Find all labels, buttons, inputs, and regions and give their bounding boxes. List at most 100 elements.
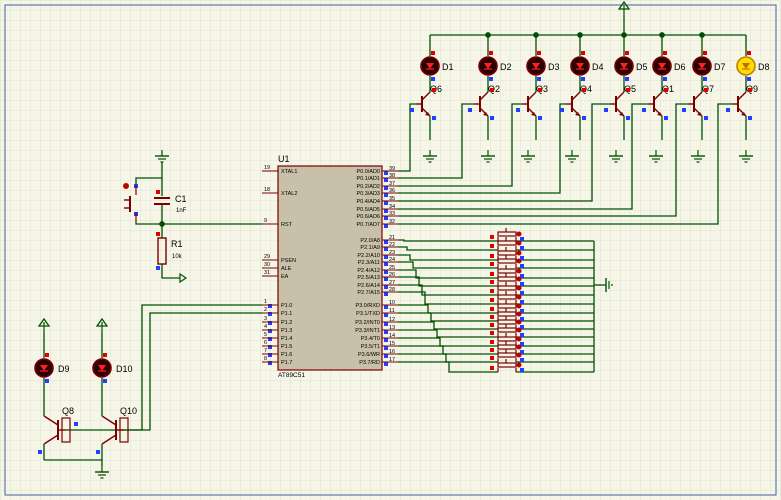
led-d6[interactable]: D6 [652, 56, 686, 76]
push-button-7[interactable] [497, 282, 522, 295]
push-button-4[interactable] [497, 255, 522, 268]
led-d1[interactable]: D1 [420, 56, 454, 76]
mcu-u1[interactable]: U1 AT89C51 19XTAL118XTAL29RST29PSEN30ALE… [262, 154, 398, 379]
transistor-q4[interactable]: Q4 [566, 84, 592, 117]
reset-button[interactable] [123, 183, 137, 222]
push-button-5[interactable] [497, 265, 522, 278]
pin-name: EA [281, 274, 289, 280]
mcu-pin-1[interactable]: 1P1.0 [262, 299, 292, 309]
mcu-body[interactable] [277, 165, 383, 371]
wire [398, 276, 498, 287]
led-d10[interactable]: D10 [92, 358, 133, 378]
capacitor-c1[interactable] [154, 197, 170, 205]
led-d5[interactable]: D5 [614, 56, 648, 76]
mcu-pin-8[interactable]: 8P1.7 [262, 356, 292, 366]
transistor-q6[interactable]: Q6 [416, 84, 442, 117]
base-wire-0 [398, 103, 416, 172]
led-d3[interactable]: D3 [526, 56, 560, 76]
pin-marker [703, 77, 707, 81]
transistor-q3[interactable]: Q3 [522, 84, 548, 117]
led-ref-label: D6 [674, 62, 686, 72]
pin-name: P3.5/T1 [361, 344, 380, 350]
pin-marker [520, 246, 524, 250]
push-button-8[interactable] [497, 291, 522, 304]
led-d4[interactable]: D4 [570, 56, 604, 76]
pin-marker [625, 51, 629, 55]
mcu-pin-5[interactable]: 5P1.4 [262, 332, 292, 342]
pin-marker [490, 315, 494, 319]
led-d8[interactable]: D8 [736, 56, 770, 76]
push-button-2[interactable] [497, 237, 522, 250]
pin-marker [520, 282, 524, 286]
push-button-12[interactable] [497, 324, 522, 337]
transistor-q9[interactable]: Q9 [732, 84, 758, 117]
transistor-q2[interactable]: Q2 [474, 84, 500, 117]
mcu-pin-7[interactable]: 7P1.6 [262, 348, 292, 358]
resistor-r1[interactable] [157, 237, 167, 265]
ground-q-2 [521, 150, 535, 163]
mcu-pin-4[interactable]: 4P1.3 [262, 324, 292, 334]
transistor-q1[interactable]: Q1 [648, 84, 674, 117]
push-button-1[interactable] [497, 228, 522, 241]
transistor-q8[interactable]: Q8 [43, 406, 74, 445]
pin-marker [410, 108, 414, 112]
push-button-16[interactable] [497, 359, 522, 372]
pin-marker [268, 361, 272, 365]
push-button-10[interactable] [497, 308, 522, 321]
transistor-q5[interactable]: Q5 [610, 84, 636, 117]
pin-marker [384, 193, 388, 197]
led-d2[interactable]: D2 [478, 56, 512, 76]
led-d7[interactable]: D7 [692, 56, 726, 76]
pin-marker [384, 262, 388, 266]
push-button-11[interactable] [497, 316, 522, 329]
mcu-pin-6[interactable]: 6P1.5 [262, 340, 292, 350]
pin-number: 3 [264, 316, 267, 322]
pin-marker [520, 317, 524, 321]
junction-dot [699, 32, 705, 38]
mcu-pin-2[interactable]: 2P1.1 [262, 307, 292, 317]
pin-name: P0.7/AD7 [356, 222, 380, 228]
transistor-q10[interactable]: Q10 [101, 406, 137, 445]
pin-marker [268, 345, 272, 349]
pin-marker [490, 348, 494, 352]
transistor-q7[interactable]: Q7 [688, 84, 714, 117]
led-d9[interactable]: D9 [34, 358, 70, 378]
pin-marker [384, 171, 388, 175]
push-button-6[interactable] [497, 273, 522, 286]
mcu-pin-3[interactable]: 3P1.2 [262, 316, 292, 326]
pin-number: 15 [389, 341, 395, 347]
push-button-15[interactable] [497, 349, 522, 362]
pin-marker [537, 51, 541, 55]
